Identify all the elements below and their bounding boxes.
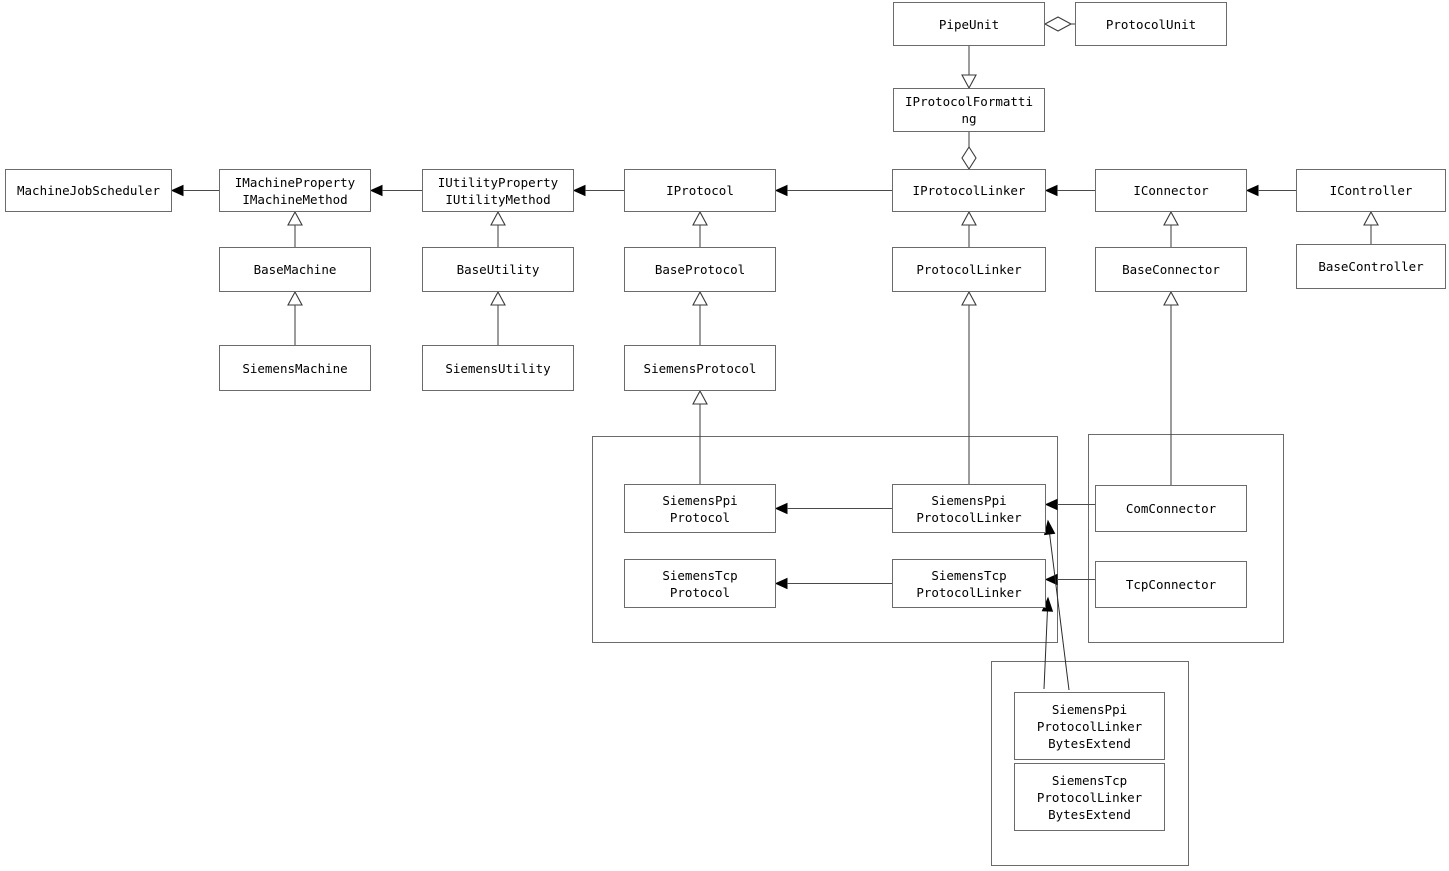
class-box-baseProtocol[interactable]: BaseProtocol — [624, 247, 776, 292]
class-box-baseConnector[interactable]: BaseConnector — [1095, 247, 1247, 292]
class-box-siemensPpiLinkerBytes[interactable]: SiemensPpi ProtocolLinker BytesExtend — [1014, 692, 1165, 760]
class-box-machineJobScheduler[interactable]: MachineJobScheduler — [5, 169, 172, 212]
class-box-siemensMachine[interactable]: SiemensMachine — [219, 345, 371, 391]
class-box-tcpConnector[interactable]: TcpConnector — [1095, 561, 1247, 608]
class-box-iConnector[interactable]: IConnector — [1095, 169, 1247, 212]
class-box-iProtocolFormatting[interactable]: IProtocolFormatti ng — [893, 88, 1045, 132]
group-bytes-extend — [991, 661, 1189, 866]
class-box-pipeUnit[interactable]: PipeUnit — [893, 2, 1045, 46]
class-box-baseController[interactable]: BaseController — [1296, 244, 1446, 289]
class-box-siemensTcpLinkerBytes[interactable]: SiemensTcp ProtocolLinker BytesExtend — [1014, 763, 1165, 831]
class-box-baseMachine[interactable]: BaseMachine — [219, 247, 371, 292]
class-box-siemensPpiProtocolLinker[interactable]: SiemensPpi ProtocolLinker — [892, 484, 1046, 533]
class-box-siemensTcpProtocolLinker[interactable]: SiemensTcp ProtocolLinker — [892, 559, 1046, 608]
class-box-baseUtility[interactable]: BaseUtility — [422, 247, 574, 292]
class-box-iController[interactable]: IController — [1296, 169, 1446, 212]
class-box-protocolLinker[interactable]: ProtocolLinker — [892, 247, 1046, 292]
class-box-siemensProtocol[interactable]: SiemensProtocol — [624, 345, 776, 391]
class-box-iProtocolLinker[interactable]: IProtocolLinker — [892, 169, 1046, 212]
class-box-protocolUnit[interactable]: ProtocolUnit — [1075, 2, 1227, 46]
class-box-iMachineProperty[interactable]: IMachineProperty IMachineMethod — [219, 169, 371, 212]
class-box-siemensPpiProtocol[interactable]: SiemensPpi Protocol — [624, 484, 776, 533]
class-box-iUtilityProperty[interactable]: IUtilityProperty IUtilityMethod — [422, 169, 574, 212]
class-box-comConnector[interactable]: ComConnector — [1095, 485, 1247, 532]
class-box-iProtocol[interactable]: IProtocol — [624, 169, 776, 212]
group-connectors — [1088, 434, 1284, 643]
group-protocol-linkers — [592, 436, 1058, 643]
class-box-siemensUtility[interactable]: SiemensUtility — [422, 345, 574, 391]
class-box-siemensTcpProtocol[interactable]: SiemensTcp Protocol — [624, 559, 776, 608]
